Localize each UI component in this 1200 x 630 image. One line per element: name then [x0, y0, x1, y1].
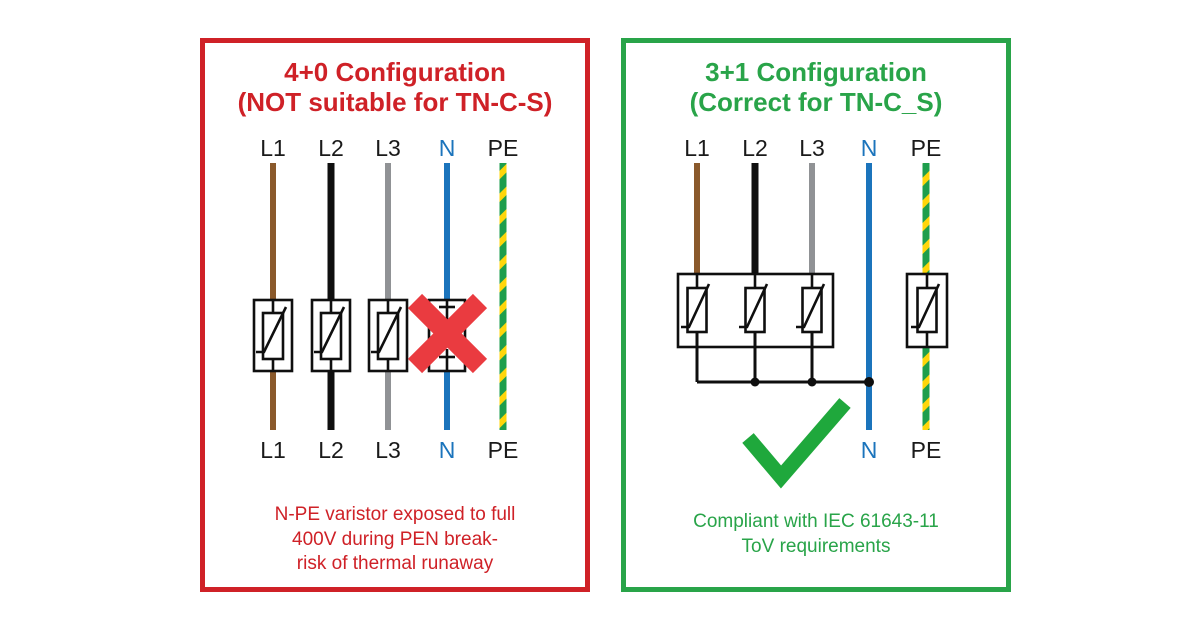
varistor-l2-right: [739, 275, 769, 334]
diagram-3plus1: L1 L2 L3 N PE N PE: [676, 135, 949, 489]
label-l2-top-left: L2: [318, 135, 344, 161]
title-3plus1: 3+1 Configuration (Correct for TN-C_S): [621, 57, 1011, 117]
note-4plus0: N-PE varistor exposed to full 400V durin…: [200, 503, 590, 577]
label-l1-top-left: L1: [260, 135, 286, 161]
varistor-l2-left: [310, 298, 352, 373]
label-pe-bottom-right: PE: [911, 437, 942, 463]
varistor-diagonal: [314, 306, 346, 354]
label-l1-bottom-left: L1: [260, 437, 286, 463]
label-l3-top-left: L3: [375, 135, 401, 161]
title-4plus0-line1: 4+0 Configuration: [284, 57, 506, 87]
note-3plus1: Compliant with IEC 61643-11 ToV requirem…: [621, 510, 1011, 559]
varistor-l3-right: [796, 275, 826, 334]
junction-dot-l2: [750, 377, 760, 387]
label-n-top-right: N: [861, 135, 878, 161]
label-pe-bottom-left: PE: [488, 437, 519, 463]
varistor-l1-right: [681, 275, 711, 334]
note-3plus1-line2: ToV requirements: [741, 535, 891, 557]
title-4plus0: 4+0 Configuration (NOT suitable for TN-C…: [200, 57, 590, 117]
title-3plus1-line1: 3+1 Configuration: [705, 57, 927, 87]
label-n-top-left: N: [439, 135, 456, 161]
varistor-diagonal: [681, 283, 711, 329]
label-pe-top-right: PE: [911, 135, 942, 161]
note-4plus0-line1: N-PE varistor exposed to full: [274, 504, 516, 525]
title-4plus0-line2: (NOT suitable for TN-C-S): [237, 87, 553, 117]
label-l3-top-right: L3: [799, 135, 825, 161]
label-l2-bottom-left: L2: [318, 437, 344, 463]
varistor-l1-left: [252, 298, 294, 373]
varistor-pe-right: [905, 272, 949, 349]
error-x-icon: [407, 293, 488, 374]
label-n-bottom-left: N: [439, 437, 456, 463]
varistor-diagonal: [796, 283, 826, 329]
note-4plus0-line2: 400V during PEN break-: [292, 528, 498, 550]
label-l1-top-right: L1: [684, 135, 710, 161]
varistor-diagonal: [256, 306, 288, 354]
label-l2-top-right: L2: [742, 135, 768, 161]
diagram-4plus0: L1 L2 L3 N PE L1 L2 L3 N PE: [252, 135, 519, 463]
label-pe-top-left: PE: [488, 135, 519, 161]
label-l3-bottom-left: L3: [375, 437, 401, 463]
note-4plus0-line3: risk of thermal runaway: [296, 553, 494, 574]
title-3plus1-line2: (Correct for TN-C_S): [689, 87, 943, 117]
varistor-diagonal: [739, 283, 769, 329]
junction-dot-l3: [807, 377, 817, 387]
varistor-diagonal: [371, 306, 403, 354]
label-n-bottom-right: N: [861, 437, 878, 463]
junction-dot-n: [864, 377, 874, 387]
note-3plus1-line1: Compliant with IEC 61643-11: [693, 511, 939, 532]
x-stroke-2: [407, 293, 488, 374]
varistor-diagonal: [911, 283, 941, 329]
varistor-l3-left: [367, 298, 409, 373]
checkmark-icon: [742, 398, 851, 489]
